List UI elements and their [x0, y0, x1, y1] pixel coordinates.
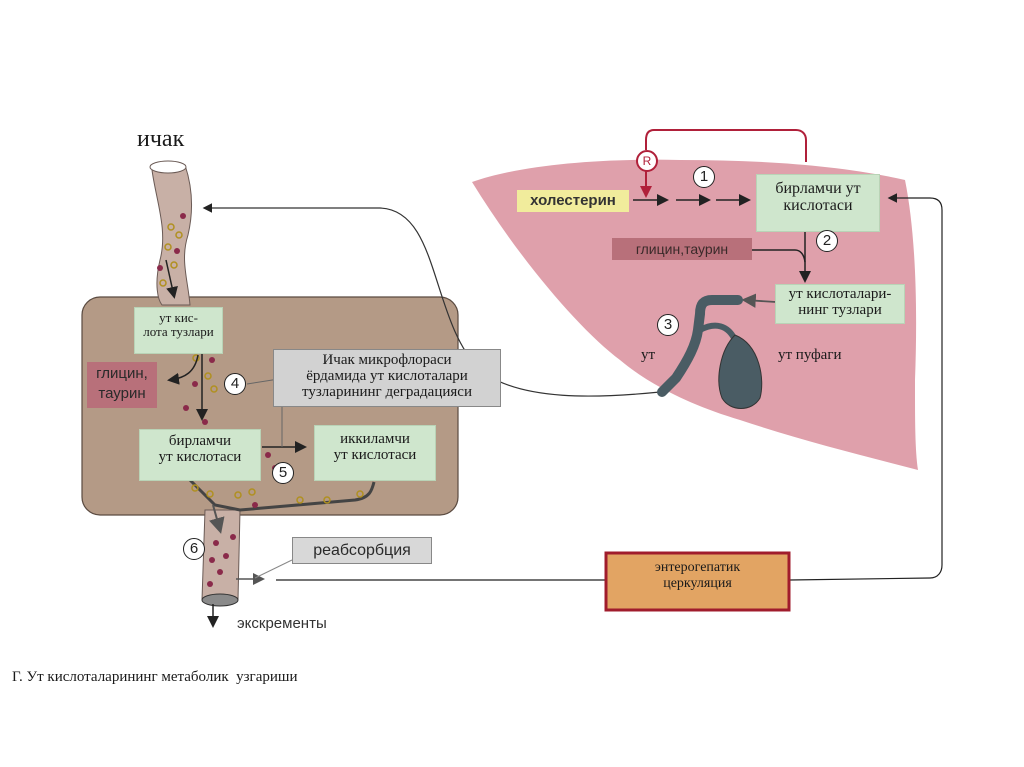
intestine-secondary-box: иккиламчи ут кислотаси: [314, 425, 436, 481]
feedback-loop: [645, 129, 807, 162]
callout-line3: тузларининг деградацияси: [302, 384, 472, 400]
gallbladder: [718, 334, 763, 409]
circulation-label: энтерогепатик церкуляция: [606, 560, 789, 592]
liver-primary-box: бирламчи ут кислотаси: [756, 174, 880, 232]
liver-salts-line2: нинг тузлари: [798, 301, 882, 318]
liver-salts-line1: ут кислоталари-: [788, 286, 892, 302]
callout-line2: ёрдамида ут кислоталари: [306, 368, 468, 384]
bile-duct: [657, 295, 743, 397]
intestine-primary-box: бирламчи ут кислотаси: [139, 429, 261, 481]
circulation-box: [604, 551, 791, 612]
reabsorption-label: реабсорбция: [292, 537, 432, 564]
liver-glycine-label: глицин,таурин: [612, 238, 752, 260]
arrow-tube-down: [165, 259, 178, 299]
liver-primary-line1: бирламчи ут: [775, 180, 861, 197]
intestine-salts-line2: лота тузлари: [143, 323, 214, 339]
figure-caption: Г. Ут кислоталарининг метаболик узгариши: [12, 669, 298, 685]
regulation-badge: R: [636, 150, 658, 172]
arrow-to-glycine: [167, 354, 199, 385]
intestine-glycine-line1: глицин,: [96, 365, 148, 382]
excrement-label: экскременты: [237, 615, 327, 632]
intestine-opening-bottom: [201, 593, 239, 607]
step-4-badge: 4: [224, 373, 246, 395]
bile-duct-label: ут: [641, 347, 656, 363]
reabsorption-pointer: [254, 559, 293, 579]
liver-primary-line2: кислотаси: [783, 196, 853, 214]
liver-salts-box: ут кислоталари- нинг тузлари: [775, 284, 905, 324]
intestine-primary-line2: ут кислотаси: [158, 448, 242, 465]
intestine-opening-top: [149, 160, 187, 174]
circulation-line-right: [789, 193, 943, 581]
intestine-salts-line1: ут кис-: [159, 310, 198, 325]
circulation-line1: энтерогепатик: [654, 560, 741, 575]
microflora-callout: Ичак микрофлораси ёрдамида ут кислоталар…: [273, 349, 501, 407]
arrow-bottom-down: [209, 504, 225, 534]
step-2-badge: 2: [816, 230, 838, 252]
intestine-title: ичак: [137, 126, 185, 152]
step-1-badge: 1: [693, 166, 715, 188]
callout-line1: Ичак микрофлораси: [322, 352, 452, 368]
arrow-glycine-join: [752, 249, 806, 263]
intestine-glycine-line2: таурин: [98, 385, 146, 402]
arrow-salts-to-duct: [741, 293, 777, 308]
intestine-primary-line1: бирламчи: [168, 433, 232, 449]
intestine-glycine-box: глицин, таурин: [87, 362, 157, 408]
lumen-path: [188, 478, 376, 512]
circulation-line2: церкуляция: [663, 576, 732, 591]
gallbladder-label: ут пуфаги: [778, 347, 842, 363]
intestine-salts-box: ут кис- лота тузлари: [134, 307, 223, 354]
step-5-badge: 5: [272, 462, 294, 484]
cholesterol-label: холестерин: [517, 190, 629, 212]
intestine-secondary-line1: иккиламчи: [340, 431, 410, 447]
intestine-tube-bottom: [201, 509, 241, 601]
intestine-secondary-line2: ут кислотаси: [333, 446, 417, 463]
step-6-badge: 6: [183, 538, 205, 560]
step-3-badge: 3: [657, 314, 679, 336]
